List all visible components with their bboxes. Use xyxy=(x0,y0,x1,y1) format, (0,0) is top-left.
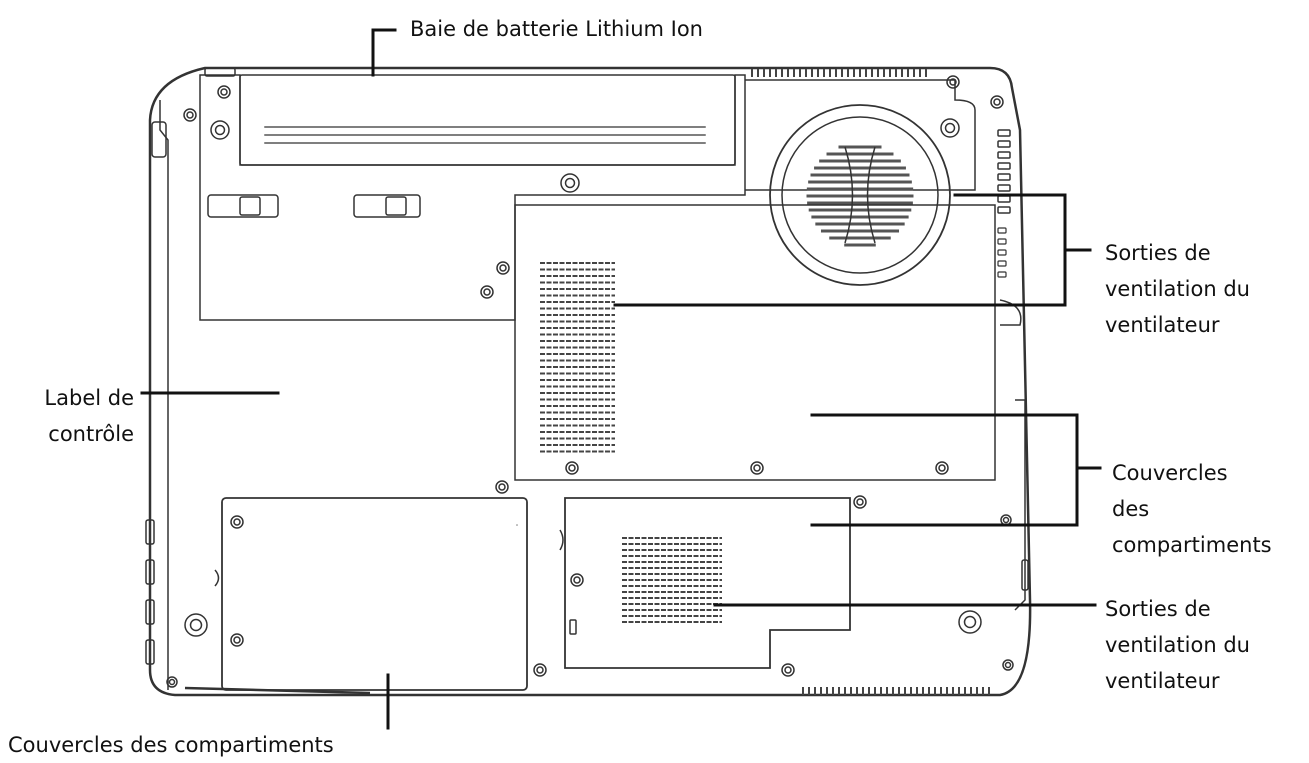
main-cover-screw-center xyxy=(754,465,760,471)
main-cover-screw-center xyxy=(569,465,575,471)
screw-center xyxy=(994,99,1000,105)
screw-center xyxy=(857,499,863,505)
lower-left-cover-screw-center xyxy=(234,519,240,525)
rubber-foot-center xyxy=(191,620,202,631)
label-fan-vents-top: Sorties de ventilation du ventilateur xyxy=(1105,235,1250,343)
right-side-port xyxy=(998,272,1006,277)
screw xyxy=(534,664,546,676)
screw-center xyxy=(221,89,227,95)
screw-center xyxy=(187,112,193,118)
screw-center xyxy=(484,289,490,295)
screw xyxy=(496,481,508,493)
screw xyxy=(782,664,794,676)
main-cover-screw-center xyxy=(939,465,945,471)
battery-lock-latch xyxy=(354,195,420,217)
lower-left-cover-screw xyxy=(231,634,243,646)
right-side-vent xyxy=(998,163,1010,169)
right-side-vent xyxy=(998,130,1010,136)
battery-bay-outline xyxy=(200,75,745,320)
right-side-port xyxy=(998,250,1006,255)
main-cover-screw xyxy=(566,462,578,474)
rubber-foot xyxy=(941,119,959,137)
left-latch xyxy=(152,122,166,157)
lower-left-compartment-cover xyxy=(222,498,527,690)
lower-right-cover-latch xyxy=(570,620,576,634)
label-compartment-covers-bottom: Couvercles des compartiments xyxy=(8,727,334,763)
right-side-port xyxy=(998,228,1006,233)
lower-left-cover-screw-center xyxy=(234,637,240,643)
screw-center xyxy=(566,179,575,188)
screw-center xyxy=(537,667,543,673)
screw-center xyxy=(785,667,791,673)
label-control: Label de contrôle xyxy=(10,380,134,452)
screw xyxy=(218,86,230,98)
label-compartment-covers-right: Couvercles des compartiments xyxy=(1112,455,1272,563)
rubber-foot-center xyxy=(965,617,976,628)
battery-release-latch-tab xyxy=(240,197,260,215)
lower-right-compartment-cover xyxy=(565,498,850,668)
lower-right-cover-screw-center xyxy=(574,577,580,583)
lower-left-cover-notch xyxy=(215,570,219,586)
screw-center xyxy=(499,484,505,490)
rubber-foot-center xyxy=(216,126,225,135)
screw-center xyxy=(500,265,506,271)
screw-center xyxy=(1006,663,1011,668)
screw xyxy=(991,96,1003,108)
right-side-vent xyxy=(998,152,1010,158)
right-side-vent xyxy=(998,207,1010,213)
right-side-vent xyxy=(998,185,1010,191)
screw xyxy=(497,262,509,274)
left-side-rail xyxy=(160,100,168,690)
screw xyxy=(481,286,493,298)
main-cover-screw xyxy=(751,462,763,474)
label-fan-vents-bottom: Sorties de ventilation du ventilateur xyxy=(1105,591,1250,699)
right-side-vent xyxy=(998,141,1010,147)
lower-right-cover-notch xyxy=(560,530,563,550)
right-side-vent xyxy=(998,174,1010,180)
right-side-rail xyxy=(1015,400,1025,610)
battery-release-latch xyxy=(208,195,278,217)
rubber-foot xyxy=(211,121,229,139)
rubber-foot xyxy=(185,614,207,636)
battery-pack xyxy=(240,75,735,165)
screw xyxy=(947,76,959,88)
label-battery-bay: Baie de batterie Lithium Ion xyxy=(410,11,703,47)
right-side-port xyxy=(998,239,1006,244)
lower-right-cover-screw xyxy=(571,574,583,586)
screw xyxy=(184,109,196,121)
lower-left-cover-screw xyxy=(231,516,243,528)
screw xyxy=(854,496,866,508)
main-cover-screw xyxy=(936,462,948,474)
screw-center xyxy=(1004,518,1009,523)
rubber-foot-center xyxy=(946,124,955,133)
rubber-foot xyxy=(959,611,981,633)
right-side-port xyxy=(998,261,1006,266)
right-side-vent xyxy=(998,196,1010,202)
screw xyxy=(561,174,579,192)
screw-center xyxy=(170,680,175,685)
screw xyxy=(1003,660,1013,670)
battery-lock-latch-tab xyxy=(386,197,406,215)
